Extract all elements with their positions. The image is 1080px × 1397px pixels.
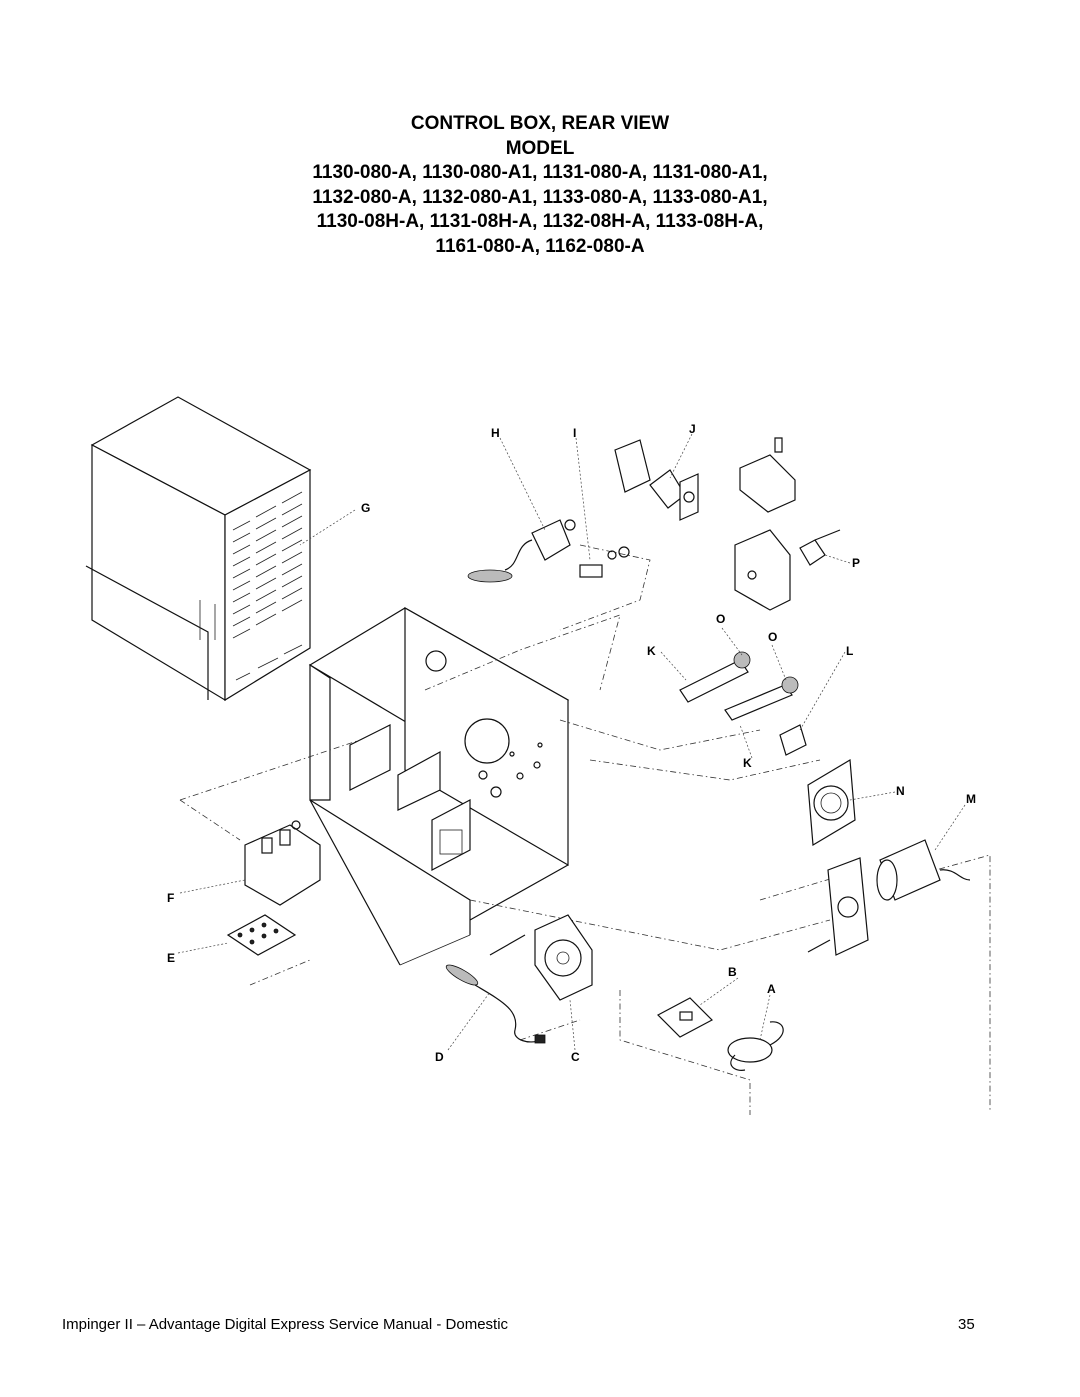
callout-h: H bbox=[491, 426, 500, 440]
callout-c: C bbox=[571, 1050, 580, 1064]
callout-b: B bbox=[728, 965, 737, 979]
control-board-illustration bbox=[657, 997, 713, 1038]
callout-i: I bbox=[573, 426, 576, 440]
fan-guard-illustration bbox=[807, 758, 856, 847]
capacitor-illustration bbox=[727, 1021, 784, 1071]
callout-leaders bbox=[177, 433, 966, 1051]
probe-illustration bbox=[445, 964, 546, 1044]
callout-f: F bbox=[167, 891, 174, 905]
callout-g: G bbox=[361, 501, 370, 515]
thermostat-illustration bbox=[467, 519, 576, 583]
callout-j: J bbox=[689, 422, 696, 436]
callout-n: N bbox=[896, 784, 905, 798]
callout-k-lower: K bbox=[743, 756, 752, 770]
motor-illustration bbox=[807, 839, 971, 956]
page-title: CONTROL BOX, REAR VIEW bbox=[410, 113, 670, 134]
title-block: CONTROL BOX, REAR VIEW MODEL 1130-080-A,… bbox=[0, 112, 1080, 259]
footer-page-number: 35 bbox=[958, 1316, 975, 1333]
footer-manual-title: Impinger II – Advantage Digital Express … bbox=[62, 1316, 509, 1333]
terminal-block-illustration bbox=[226, 914, 297, 956]
chassis-illustration bbox=[308, 606, 570, 966]
rear-cover-illustration bbox=[85, 396, 312, 702]
callout-m: M bbox=[966, 792, 976, 806]
model-list-line-1: 1130-080-A, 1130-080-A1, 1131-080-A, 113… bbox=[312, 162, 768, 183]
model-list-line-2: 1132-080-A, 1132-080-A1, 1133-080-A, 113… bbox=[312, 186, 768, 208]
relay-illustration bbox=[244, 820, 321, 906]
model-list-line-4: 1161-080-A, 1162-080-A bbox=[435, 235, 645, 257]
callout-k-upper: K bbox=[647, 644, 656, 658]
bracket-illustration bbox=[734, 437, 841, 611]
potentiometer-illustration bbox=[614, 439, 699, 521]
callout-d: D bbox=[435, 1050, 444, 1064]
fan-illustration bbox=[489, 914, 593, 1001]
callout-p: P bbox=[852, 556, 860, 570]
callout-o-lower: O bbox=[768, 630, 777, 644]
callout-o-upper: O bbox=[716, 612, 725, 626]
callout-l: L bbox=[846, 644, 853, 658]
callout-a: A bbox=[767, 982, 776, 996]
model-list-line-3: 1130-08H-A, 1131-08H-A, 1132-08H-A, 1133… bbox=[316, 211, 764, 232]
exploded-parts-diagram: A B C D E F G H I J K K L M N O O P bbox=[85, 396, 991, 1115]
model-heading: MODEL bbox=[505, 137, 575, 159]
callout-e: E bbox=[167, 951, 175, 965]
shaft-gear-illustration bbox=[679, 651, 807, 756]
switch-illustration bbox=[579, 546, 630, 578]
